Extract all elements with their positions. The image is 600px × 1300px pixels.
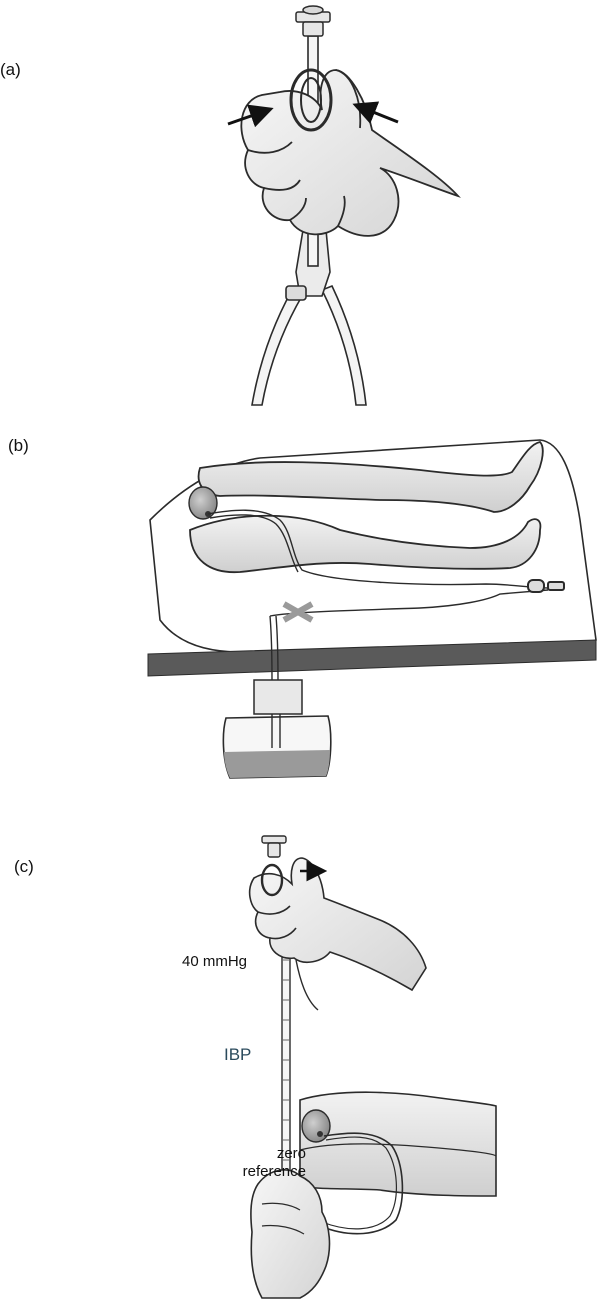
squeeze-arrow-left bbox=[227, 104, 274, 128]
hand-a bbox=[240, 69, 461, 237]
upper-leg bbox=[197, 441, 544, 513]
zero-label: zero bbox=[276, 1145, 306, 1162]
lower-hand-c bbox=[250, 1169, 331, 1299]
ibp-annotation: IBP bbox=[224, 1045, 252, 1064]
panel-c-label: (c) bbox=[14, 857, 34, 876]
panel-b-illustration bbox=[147, 439, 597, 779]
lower-leg bbox=[189, 514, 542, 574]
pressure-annotation: 40 mmHg bbox=[182, 953, 248, 970]
luer-connector-a bbox=[295, 5, 331, 37]
panel-a-label: (a) bbox=[0, 60, 21, 79]
leg-c bbox=[299, 1091, 497, 1197]
bag-fluid bbox=[224, 750, 330, 778]
zero-reference-annotation: zero reference bbox=[232, 1145, 306, 1181]
panel-b-label: (b) bbox=[8, 436, 29, 455]
clamp-ring-a bbox=[289, 68, 333, 132]
balloon-bulb-c bbox=[301, 1109, 331, 1143]
balloon-bulb-b bbox=[188, 486, 218, 520]
clamp-ring-c bbox=[260, 863, 284, 897]
side-tubing-c bbox=[295, 959, 319, 1011]
tape-x bbox=[282, 601, 314, 623]
luer-connector-c bbox=[261, 835, 287, 858]
scale-ticks bbox=[283, 959, 289, 1161]
bag-hanger bbox=[253, 679, 303, 715]
panel-c-illustration bbox=[248, 835, 497, 1299]
bed-table bbox=[147, 639, 597, 677]
panel-a-illustration bbox=[227, 5, 461, 406]
clamp-b bbox=[527, 579, 565, 593]
reference-label: reference bbox=[242, 1163, 306, 1180]
squeeze-arrow-right bbox=[352, 101, 399, 124]
upper-hand-c bbox=[248, 857, 427, 992]
